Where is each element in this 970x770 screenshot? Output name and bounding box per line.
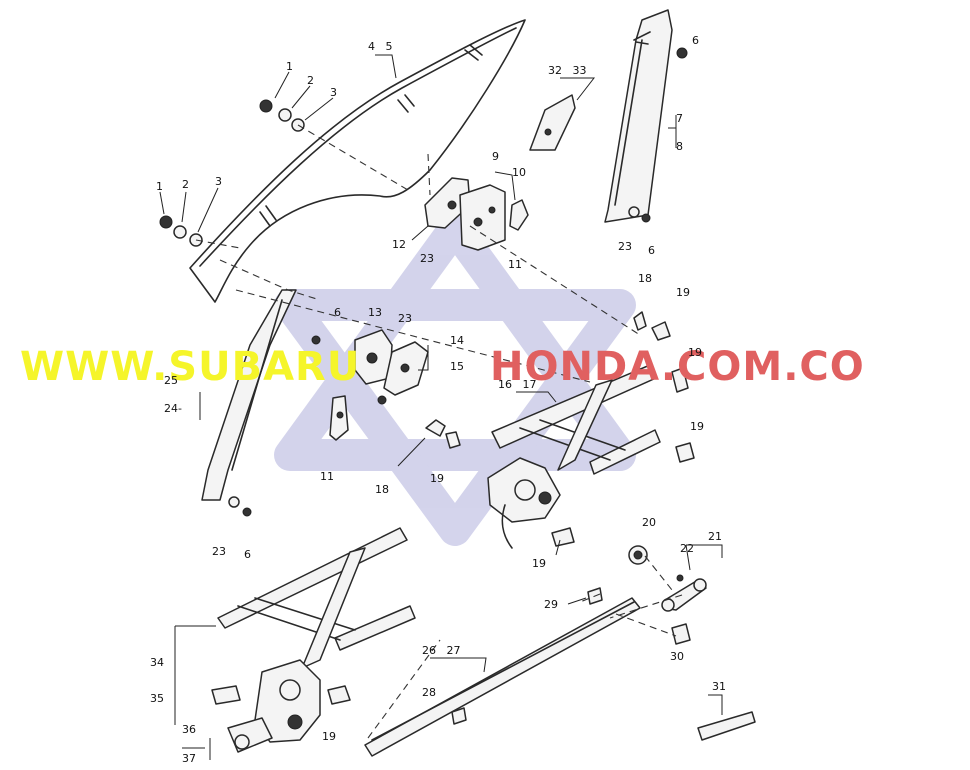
callout-11-mid: 11 xyxy=(320,470,334,483)
callout-1b: 1 xyxy=(156,180,163,193)
callout-6-top: 6 xyxy=(692,34,699,47)
callout-18-mid: 18 xyxy=(375,483,389,496)
alignment-lines xyxy=(195,124,683,739)
callout-20: 20 xyxy=(642,516,656,529)
handle-cover xyxy=(697,711,756,741)
callout-23-right: 23 xyxy=(618,240,632,253)
callout-2b: 2 xyxy=(182,178,189,191)
callout-31: 31 xyxy=(712,680,726,693)
callout-37: 37 xyxy=(182,752,196,765)
callout-23-mid: 23 xyxy=(398,312,412,325)
stopper-bracket xyxy=(529,94,576,151)
callout-6-right: 6 xyxy=(648,244,655,257)
callout-16-17: 16 17 xyxy=(498,378,536,391)
callout-25: 25 xyxy=(164,374,178,387)
callout-3b: 3 xyxy=(215,175,222,188)
callout-23-top: 23 xyxy=(420,252,434,265)
regulator-handle-parts xyxy=(628,545,707,612)
callout-19-right-b: 19 xyxy=(688,346,702,359)
callout-2: 2 xyxy=(307,74,314,87)
rear-glass-channel xyxy=(604,9,688,223)
glass-mount-hardware xyxy=(159,99,305,247)
callout-leaders xyxy=(159,54,723,760)
callout-3: 3 xyxy=(330,86,337,99)
slider-guide xyxy=(329,395,349,441)
callout-19-bottom: 19 xyxy=(322,730,336,743)
manual-window-regulator xyxy=(211,527,416,753)
callout-8: 8 xyxy=(676,140,683,153)
callout-23-low: 23 xyxy=(212,545,226,558)
bolts-right xyxy=(633,311,695,463)
clip-and-bolt xyxy=(425,419,461,449)
callout-labels: 1 2 3 4 5 1 2 3 6 7 8 9 10 11 12 23 32 3… xyxy=(150,34,726,765)
callout-10: 10 xyxy=(512,166,526,179)
callout-7: 7 xyxy=(676,112,683,125)
callout-4-5: 4 5 xyxy=(368,40,393,53)
callout-36: 36 xyxy=(182,723,196,736)
callout-18-right: 18 xyxy=(638,272,652,285)
callout-29: 29 xyxy=(544,598,558,611)
callout-19-motor: 19 xyxy=(532,557,546,570)
watermark-text: WWW.SUBARU HONDA.COM.CO xyxy=(20,344,865,390)
callout-24: 24- xyxy=(164,402,182,415)
callout-6-low: 6 xyxy=(244,548,251,561)
callout-34: 34 xyxy=(150,656,164,669)
callout-22: 22 xyxy=(680,542,694,555)
callout-14: 14 xyxy=(450,334,464,347)
callout-35: 35 xyxy=(150,692,164,705)
glass-holder-bracket xyxy=(459,184,529,251)
callout-6-mid: 6 xyxy=(334,306,341,319)
callout-32-33: 32 33 xyxy=(548,64,586,77)
callout-30: 30 xyxy=(670,650,684,663)
center-guide-bracket xyxy=(354,329,429,405)
callout-11-top: 11 xyxy=(508,258,522,271)
callout-21: 21 xyxy=(708,530,722,543)
callout-15: 15 xyxy=(450,360,464,373)
callout-19-mid: 19 xyxy=(430,472,444,485)
callout-12: 12 xyxy=(392,238,406,251)
callout-1: 1 xyxy=(286,60,293,73)
callout-9: 9 xyxy=(492,150,499,163)
door-weatherstrip xyxy=(364,587,691,757)
callout-19-right-c: 19 xyxy=(690,420,704,433)
callout-28: 28 xyxy=(422,686,436,699)
callout-13: 13 xyxy=(368,306,382,319)
callout-19-right-a: 19 xyxy=(676,286,690,299)
callout-26-27: 26 27 xyxy=(422,644,460,657)
door-glass xyxy=(189,19,526,303)
front-glass-channel xyxy=(201,289,321,517)
power-window-regulator xyxy=(487,364,661,549)
watermark-part-b: HONDA.COM.CO xyxy=(490,344,865,390)
watermark-part-a: WWW.SUBARU xyxy=(20,344,360,390)
